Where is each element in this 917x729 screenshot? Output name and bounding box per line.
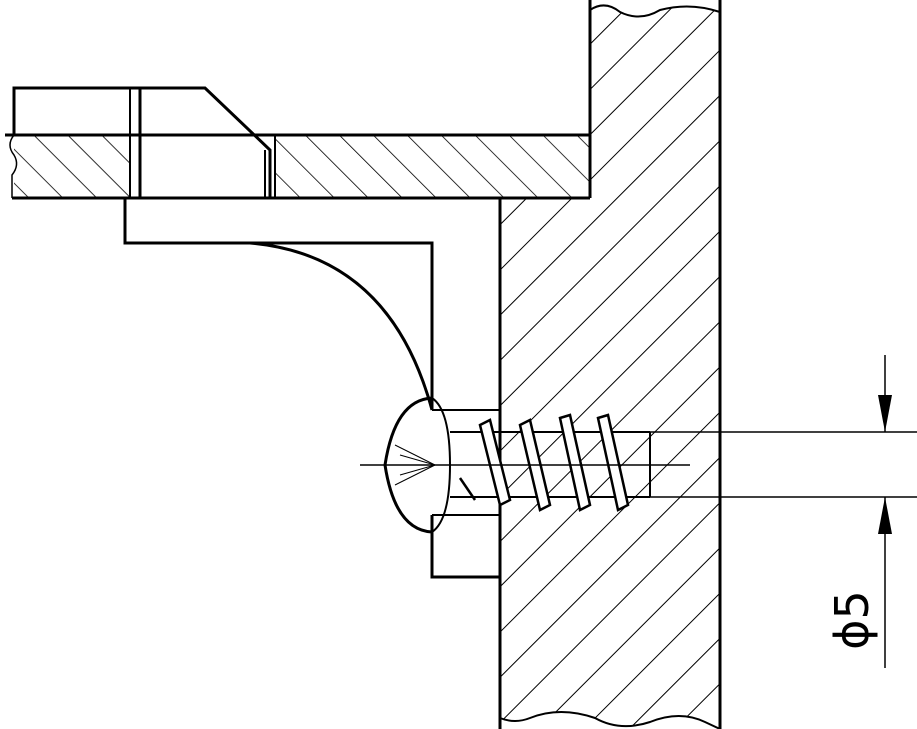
dimension — [360, 355, 917, 668]
bracket-insert — [12, 86, 272, 198]
arrow-down-icon — [878, 395, 892, 432]
shelf-plate — [5, 133, 590, 200]
bracket-body — [123, 198, 500, 579]
wall-section — [498, 0, 722, 729]
screw — [383, 396, 651, 534]
arrow-up-icon — [878, 497, 892, 534]
screw-threads — [458, 413, 630, 512]
dimension-label: ϕ5 — [825, 590, 879, 650]
screw-recess — [394, 444, 436, 486]
